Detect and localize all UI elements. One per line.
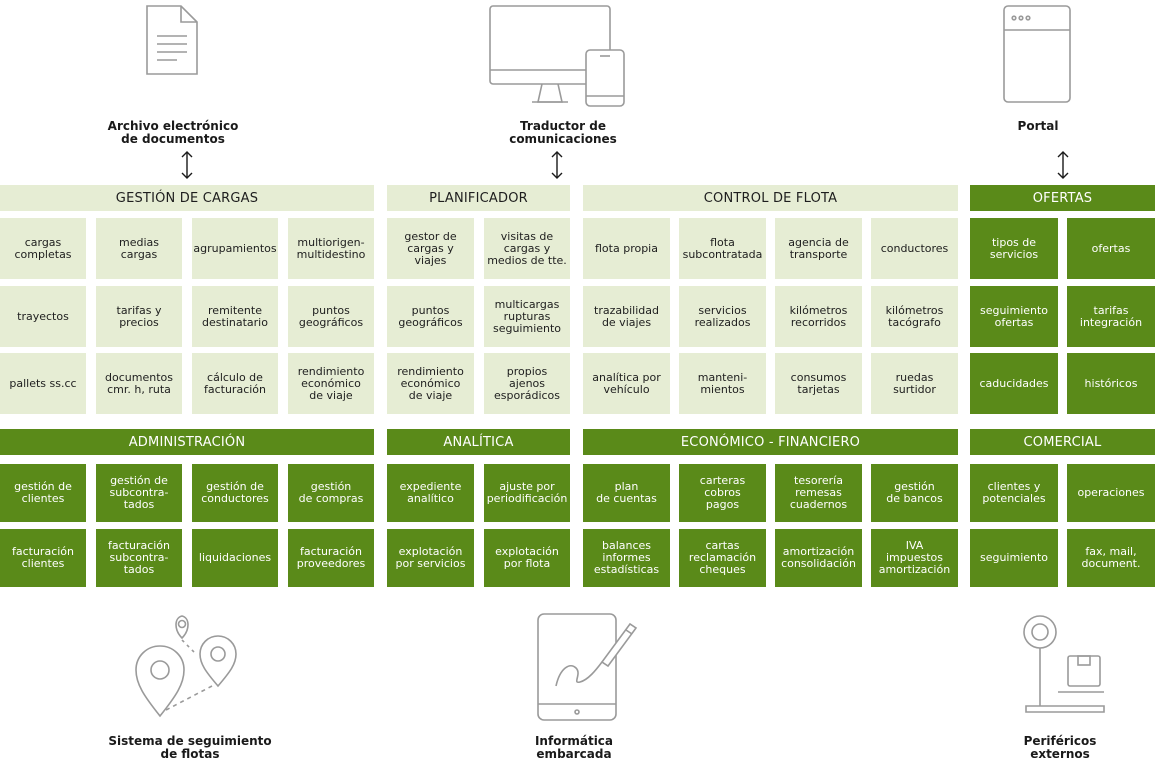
cell-puntos-geograficos: puntos geográficos (288, 286, 374, 347)
cell-ruedas: ruedas surtidor (871, 353, 958, 414)
cell-seguimiento: seguimiento (970, 529, 1058, 587)
monitor-phone-icon (488, 4, 628, 108)
cell-tipos-servicios: tipos de servicios (970, 218, 1058, 279)
cell-cargas-completas: cargas completas (0, 218, 86, 279)
cell-gestion-bancos: gestión de bancos (871, 464, 958, 522)
cell-cartas: cartas reclamación cheques (679, 529, 766, 587)
header-comercial: COMERCIAL (970, 429, 1155, 455)
cell-facturacion-subcontratados: facturación subcontra- tados (96, 529, 182, 587)
map-pins-icon (130, 612, 246, 724)
header-control-flota: CONTROL DE FLOTA (583, 185, 958, 211)
cell-carteras: carteras cobros pagos (679, 464, 766, 522)
cell-consumos: consumos tarjetas (775, 353, 862, 414)
cell-amortizacion: amortización consolidación (775, 529, 862, 587)
browser-window-icon (1002, 4, 1072, 104)
cell-mantenimientos: manteni- mientos (679, 353, 766, 414)
header-planificador: PLANIFICADOR (387, 185, 570, 211)
cell-expediente: expediente analítico (387, 464, 474, 522)
cell-km-tacografo: kilómetros tacógrafo (871, 286, 958, 347)
cell-flota-subcontratada: flota subcontratada (679, 218, 766, 279)
cell-calculo-facturacion: cálculo de facturación (192, 353, 278, 414)
cell-multiorigen: multiorigen- multidestino (288, 218, 374, 279)
cell-gestion-clientes: gestión de clientes (0, 464, 86, 522)
header-analitica: ANALÍTICA (387, 429, 570, 455)
portal-arrow-icon (1055, 150, 1071, 184)
cell-liquidaciones: liquidaciones (192, 529, 278, 587)
perifericos-label: Periféricos externos (1023, 734, 1097, 760)
cell-pl-puntos: puntos geográficos (387, 286, 474, 347)
header-ofertas: OFERTAS (970, 185, 1155, 211)
cell-iva: IVA impuestos amortización (871, 529, 958, 587)
cell-clientes-potenciales: clientes y potenciales (970, 464, 1058, 522)
cell-explotacion-servicios: explotación por servicios (387, 529, 474, 587)
portal-label: Portal (1017, 119, 1059, 133)
cell-facturacion-proveedores: facturación proveedores (288, 529, 374, 587)
cell-trayectos: trayectos (0, 286, 86, 347)
traductor-arrow-icon (549, 150, 565, 184)
cell-ajuste: ajuste por periodificación (484, 464, 570, 522)
cell-servicios: servicios realizados (679, 286, 766, 347)
archivo-label: Archivo electrónico de documentos (107, 119, 239, 146)
cell-km-recorridos: kilómetros recorridos (775, 286, 862, 347)
informatica-label: Informática embarcada (534, 734, 614, 760)
scale-icon (1018, 612, 1108, 724)
cell-gestion-compras: gestión de compras (288, 464, 374, 522)
traductor-label: Traductor de comunicaciones (509, 119, 617, 146)
cell-plan-cuentas: plan de cuentas (583, 464, 670, 522)
cell-ofertas: ofertas (1067, 218, 1155, 279)
cell-tarifas-integracion: tarifas integración (1067, 286, 1155, 347)
cell-historicos: históricos (1067, 353, 1155, 414)
cell-gestion-subcontratados: gestión de subcontra- tados (96, 464, 182, 522)
cell-operaciones: operaciones (1067, 464, 1155, 522)
cell-propios: propios ajenos esporádicos (484, 353, 570, 414)
cell-tarifas-precios: tarifas y precios (96, 286, 182, 347)
cell-pl-rendimiento: rendimiento económico de viaje (387, 353, 474, 414)
archivo-arrow-icon (179, 150, 195, 184)
cell-multicargas: multicargas rupturas seguimiento (484, 286, 570, 347)
cell-rendimiento: rendimiento económico de viaje (288, 353, 374, 414)
header-economico: ECONÓMICO - FINANCIERO (583, 429, 958, 455)
header-administracion: ADMINISTRACIÓN (0, 429, 374, 455)
tablet-pen-icon (536, 612, 640, 724)
seguimiento-label: Sistema de seguimiento de flotas (108, 734, 272, 760)
cell-gestor-cargas: gestor de cargas y viajes (387, 218, 474, 279)
cell-conductores: conductores (871, 218, 958, 279)
cell-tesoreria: tesorería remesas cuadernos (775, 464, 862, 522)
cell-seguimiento-ofertas: seguimiento ofertas (970, 286, 1058, 347)
cell-remitente: remitente destinatario (192, 286, 278, 347)
cell-analitica-vehiculo: analítica por vehículo (583, 353, 670, 414)
cell-fax-mail: fax, mail, document. (1067, 529, 1155, 587)
cell-medias-cargas: medias cargas (96, 218, 182, 279)
cell-trazabilidad: trazabilidad de viajes (583, 286, 670, 347)
cell-explotacion-flota: explotación por flota (484, 529, 570, 587)
cell-facturacion-clientes: facturación clientes (0, 529, 86, 587)
header-gestion-cargas: GESTIÓN DE CARGAS (0, 185, 374, 211)
cell-balances: balances informes estadísticas (583, 529, 670, 587)
cell-caducidades: caducidades (970, 353, 1058, 414)
cell-documentos: documentos cmr. h, ruta (96, 353, 182, 414)
cell-flota-propia: flota propia (583, 218, 670, 279)
cell-visitas-cargas: visitas de cargas y medios de tte. (484, 218, 570, 279)
cell-pallets: pallets ss.cc (0, 353, 86, 414)
cell-agrupamientos: agrupamientos (192, 218, 278, 279)
cell-gestion-conductores: gestión de conductores (192, 464, 278, 522)
cell-agencia: agencia de transporte (775, 218, 862, 279)
document-icon (145, 4, 199, 76)
